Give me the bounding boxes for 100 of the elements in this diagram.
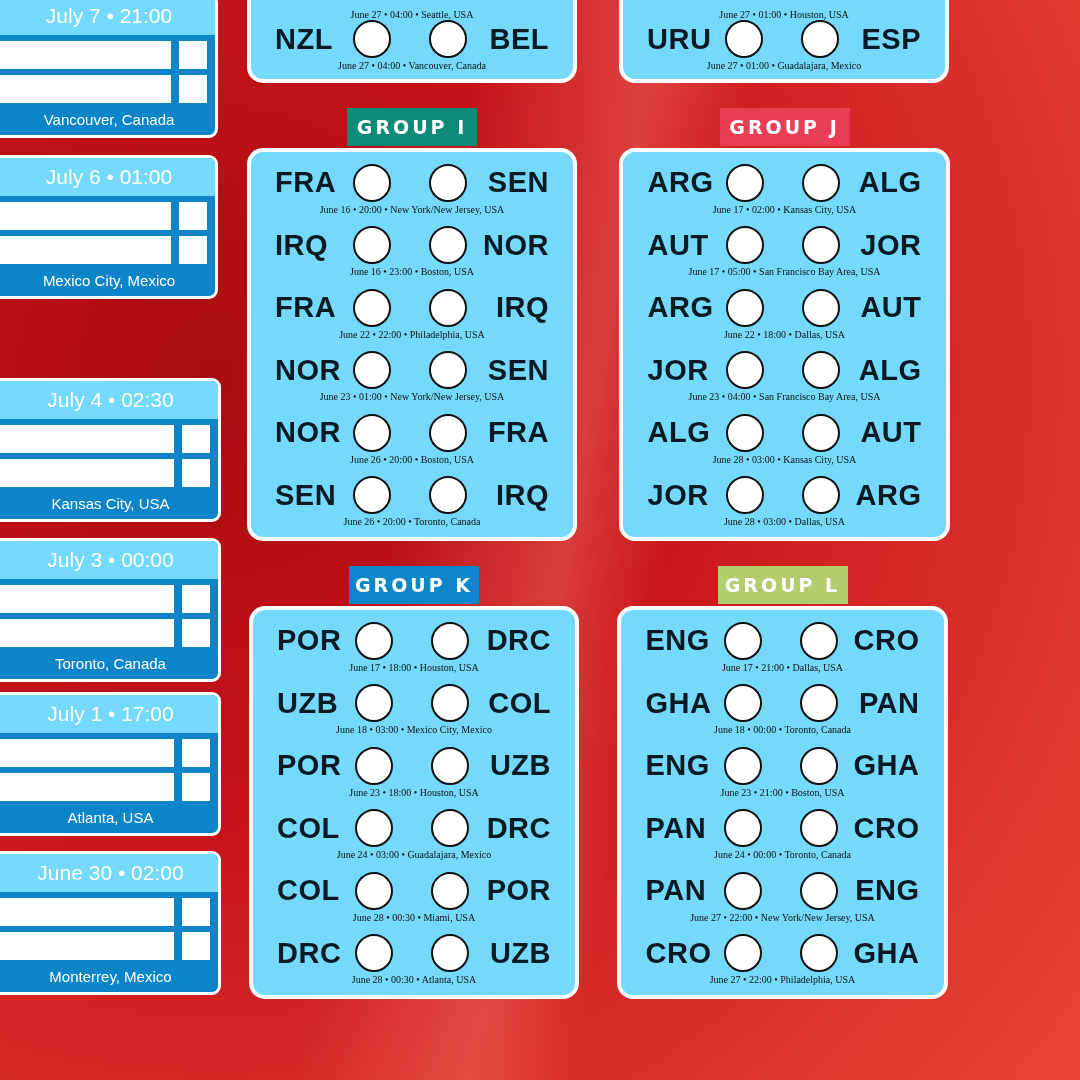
match-info: June 23 • 01:00 • New York/New Jersey, USA	[319, 391, 505, 403]
team-code: GHA	[645, 686, 712, 720]
match-info: June 27 • 01:00 • Guadalajara, Mexico	[706, 60, 862, 71]
team-code: ALG	[647, 416, 711, 450]
match-info: June 18 • 03:00 • Mexico City, Mexico	[336, 724, 492, 736]
team-code: ENG	[855, 874, 920, 908]
group-tab: GROUP J	[719, 108, 850, 146]
team-code: IRQ	[495, 478, 549, 512]
team-code: CRO	[853, 811, 920, 845]
venue-label: Kansas City, USA	[50, 493, 171, 514]
team-code: COL	[277, 811, 340, 845]
match-card	[0, 155, 218, 299]
team-code: ARG	[647, 291, 714, 325]
team-code: NOR	[483, 228, 549, 262]
group-tab: GROUP I	[347, 108, 477, 146]
match-info: June 28 • 00:30 • Atlanta, USA	[351, 974, 477, 986]
team-code: POR	[277, 749, 342, 783]
team-code: NOR	[275, 353, 341, 387]
team-code: ENG	[645, 624, 710, 658]
team-code: ENG	[645, 749, 710, 783]
venue-label: Toronto, Canada	[54, 653, 167, 674]
team-code: UZB	[277, 686, 339, 720]
team-code: PAN	[645, 811, 707, 845]
venue-label: Monterrey, Mexico	[48, 966, 173, 987]
team-code: JOR	[647, 478, 709, 512]
match-date: July 7 • 21:00	[0, 0, 215, 35]
match-info: June 27 • 22:00 • Philadelphia, USA	[709, 974, 856, 986]
match-info: June 28 • 03:00 • Dallas, USA	[723, 516, 846, 528]
match-info: June 24 • 00:00 • Toronto, Canada	[714, 849, 851, 861]
team-code: DRC	[486, 624, 551, 658]
match-info: June 17 • 05:00 • San Francisco Bay Area, USA	[688, 266, 881, 278]
match-info: June 23 • 21:00 • Boston, USA	[720, 786, 845, 798]
match-card	[0, 851, 221, 995]
team-code: SEN	[275, 478, 337, 512]
match-card	[0, 692, 221, 836]
venue-label: Vancouver, Canada	[42, 109, 176, 130]
team-code: ARG	[647, 166, 714, 200]
match-date: July 3 • 00:00	[0, 541, 218, 579]
match-info: June 27 • 22:00 • New York/New Jersey, USA	[690, 911, 875, 923]
venue-label: Mexico City, Mexico	[41, 270, 177, 291]
team-code: CRO	[853, 624, 920, 658]
match-date: July 1 • 17:00	[0, 695, 218, 733]
team-code: AUT	[647, 228, 709, 262]
match-info: June 28 • 00:30 • Miami, USA	[352, 911, 476, 923]
match-info: June 17 • 02:00 • Kansas City, USA	[712, 203, 857, 215]
team-code: BEL	[489, 22, 549, 56]
group-tab: GROUP L	[717, 566, 848, 604]
team-code: NZL	[275, 22, 333, 56]
match-card	[0, 0, 218, 138]
team-code: POR	[277, 624, 342, 658]
team-code: PAN	[858, 686, 920, 720]
match-card	[0, 378, 221, 522]
match-info: June 24 • 03:00 • Guadalajara, Mexico	[336, 849, 492, 861]
team-code: COL	[277, 874, 340, 908]
team-code: AUT	[860, 291, 922, 325]
group-tab: GROUP K	[349, 566, 479, 604]
match-info: June 28 • 03:00 • Kansas City, USA	[712, 453, 857, 465]
match-info: June 26 • 20:00 • Boston, USA	[350, 453, 474, 465]
team-code: NOR	[275, 416, 341, 450]
team-code: ALG	[858, 353, 922, 387]
match-info: June 16 • 23:00 • Boston, USA	[350, 266, 474, 278]
team-code: IRQ	[495, 291, 549, 325]
match-info: June 27 • 04:00 • Seattle, USA	[350, 9, 474, 20]
team-code: FRA	[275, 166, 337, 200]
team-code: JOR	[647, 353, 709, 387]
team-code: DRC	[486, 811, 551, 845]
match-date: June 30 • 02:00	[0, 854, 218, 892]
team-code: POR	[486, 874, 551, 908]
match-info: June 17 • 18:00 • Houston, USA	[349, 661, 479, 673]
match-info: June 22 • 22:00 • Philadelphia, USA	[339, 328, 485, 340]
match-info: June 16 • 20:00 • New York/New Jersey, USA	[319, 203, 505, 215]
match-date: July 6 • 01:00	[0, 158, 215, 196]
team-code: UZB	[489, 936, 551, 970]
team-code: JOR	[860, 228, 922, 262]
team-code: ESP	[861, 22, 921, 56]
team-code: FRA	[487, 416, 549, 450]
team-code: GHA	[853, 936, 920, 970]
team-code: URU	[647, 22, 712, 56]
team-code: GHA	[853, 749, 920, 783]
team-code: COL	[488, 686, 551, 720]
team-code: AUT	[860, 416, 922, 450]
match-info: June 27 • 04:00 • Vancouver, Canada	[338, 60, 486, 71]
team-code: ALG	[858, 166, 922, 200]
team-code: PAN	[645, 874, 707, 908]
venue-label: Atlanta, USA	[66, 807, 155, 828]
match-info: June 23 • 04:00 • San Francisco Bay Area, USA	[688, 391, 881, 403]
match-card	[0, 538, 221, 682]
match-info: June 23 • 18:00 • Houston, USA	[349, 786, 479, 798]
team-code: DRC	[277, 936, 342, 970]
team-code: SEN	[487, 353, 549, 387]
team-code: SEN	[487, 166, 549, 200]
match-date: July 4 • 02:30	[0, 381, 218, 419]
team-code: ARG	[855, 478, 922, 512]
match-info: June 17 • 21:00 • Dallas, USA	[721, 661, 844, 673]
match-info: June 22 • 18:00 • Dallas, USA	[723, 328, 846, 340]
team-code: FRA	[275, 291, 337, 325]
match-info: June 27 • 01:00 • Houston, USA	[719, 9, 849, 20]
team-code: CRO	[645, 936, 712, 970]
team-code: IRQ	[275, 228, 329, 262]
match-info: June 26 • 20:00 • Toronto, Canada	[343, 516, 481, 528]
